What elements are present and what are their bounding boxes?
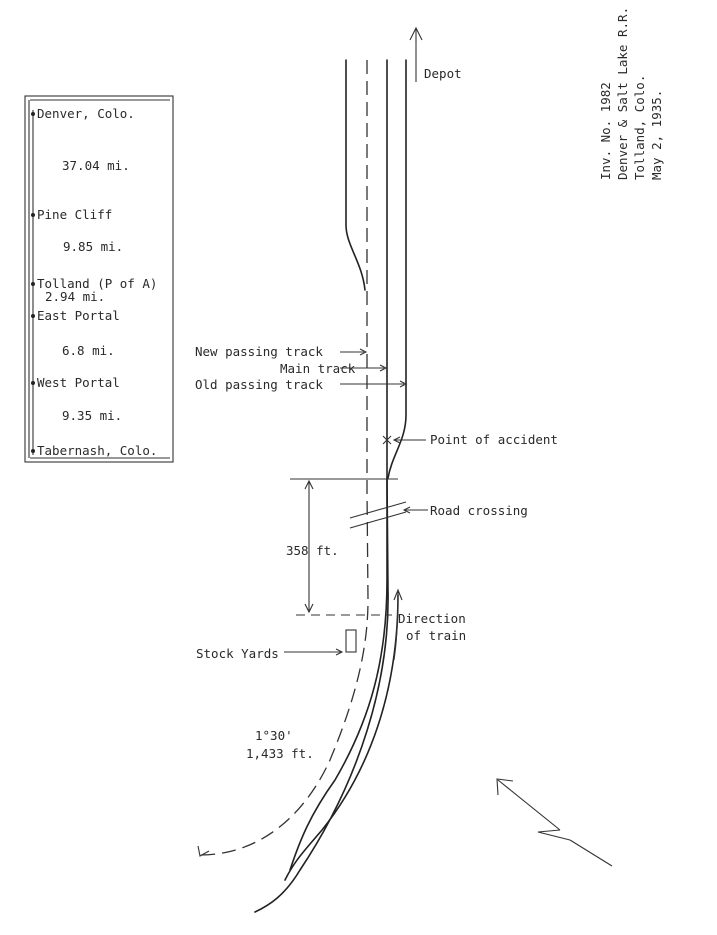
- tracks: [199, 59, 407, 913]
- arrow-down-left-icon: [197, 845, 210, 857]
- station-distance: 6.8 mi.: [62, 343, 115, 358]
- station-name: East Portal: [37, 308, 120, 323]
- station-box: Denver, Colo. 37.04 mi. Pine Cliff 9.85 …: [24, 95, 174, 463]
- arrow-right-icon: [399, 380, 408, 388]
- header-line-4: May 2, 1935.: [649, 90, 664, 180]
- point-of-accident-marker: Point of accident: [382, 432, 558, 447]
- station-name: Pine Cliff: [37, 207, 112, 222]
- old-passing-track-label: Old passing track: [195, 377, 323, 392]
- left-siding-track: [345, 59, 366, 291]
- main-track-rail-right: [254, 477, 389, 913]
- arrow-down-icon: [304, 603, 314, 614]
- arrow-left-icon: [402, 506, 411, 514]
- station-dot: [31, 112, 35, 116]
- road-crossing-label: Road crossing: [430, 503, 528, 518]
- station-distance: 9.35 mi.: [62, 408, 122, 423]
- x-mark-icon: [382, 435, 392, 445]
- arrow-up-icon: [304, 479, 314, 490]
- report-header: Inv. No. 1982 Denver & Salt Lake R.R. To…: [598, 7, 664, 180]
- stock-yards-label: Stock Yards: [196, 646, 279, 661]
- arrow-left-icon: [392, 436, 401, 444]
- station-name: Tolland (P of A): [37, 276, 157, 291]
- arrow-right-icon: [359, 348, 368, 356]
- header-line-1: Inv. No. 1982: [598, 82, 613, 180]
- arrow-up-icon: [393, 588, 403, 601]
- depot-label: Depot: [424, 66, 462, 81]
- main-track-curve: [284, 594, 399, 881]
- curve-degree-label: 1°30': [255, 728, 293, 743]
- station-name: Denver, Colo.: [37, 106, 135, 121]
- main-track-label: Main track: [280, 361, 356, 376]
- station-dot: [31, 449, 35, 453]
- arrow-up-icon: [409, 26, 423, 41]
- arrow-right-icon: [335, 648, 344, 656]
- curve-length-label: 1,433 ft.: [246, 746, 314, 761]
- stock-yards-icon: [345, 629, 357, 653]
- main-track-rail-left: [289, 59, 388, 871]
- stock-yards: Stock Yards: [196, 629, 357, 661]
- station-distance: 9.85 mi.: [63, 239, 123, 254]
- arrow-right-icon: [379, 364, 388, 372]
- point-of-accident-label: Point of accident: [430, 432, 558, 447]
- curve-info: 1°30' 1,433 ft.: [197, 728, 314, 857]
- station-dot: [31, 213, 35, 217]
- depot-indicator: Depot: [409, 26, 462, 82]
- road-crossing: Road crossing: [349, 501, 528, 529]
- direction-of-train: Direction of train: [393, 588, 466, 661]
- station-name: Tabernash, Colo.: [37, 443, 157, 458]
- direction-label-line-1: Direction: [398, 611, 466, 626]
- station-distance: 37.04 mi.: [62, 158, 130, 173]
- distance-label: 358 ft.: [286, 543, 339, 558]
- station-box-border: [24, 95, 174, 463]
- old-passing-track: [387, 59, 407, 479]
- station-dot: [31, 282, 35, 286]
- station-dot: [31, 381, 35, 385]
- track-labels: New passing track Main track Old passing…: [195, 344, 408, 392]
- new-passing-track-label: New passing track: [195, 344, 323, 359]
- north-arrow-icon: [496, 778, 613, 867]
- direction-label-line-2: of train: [406, 628, 466, 643]
- new-passing-track: [199, 60, 369, 856]
- station-name: West Portal: [37, 375, 120, 390]
- station-distance: 2.94 mi.: [45, 289, 105, 304]
- distance-dimension: 358 ft.: [286, 478, 398, 616]
- station-dot: [31, 314, 35, 318]
- header-line-3: Tolland, Colo.: [632, 75, 647, 180]
- header-line-2: Denver & Salt Lake R.R.: [615, 7, 630, 180]
